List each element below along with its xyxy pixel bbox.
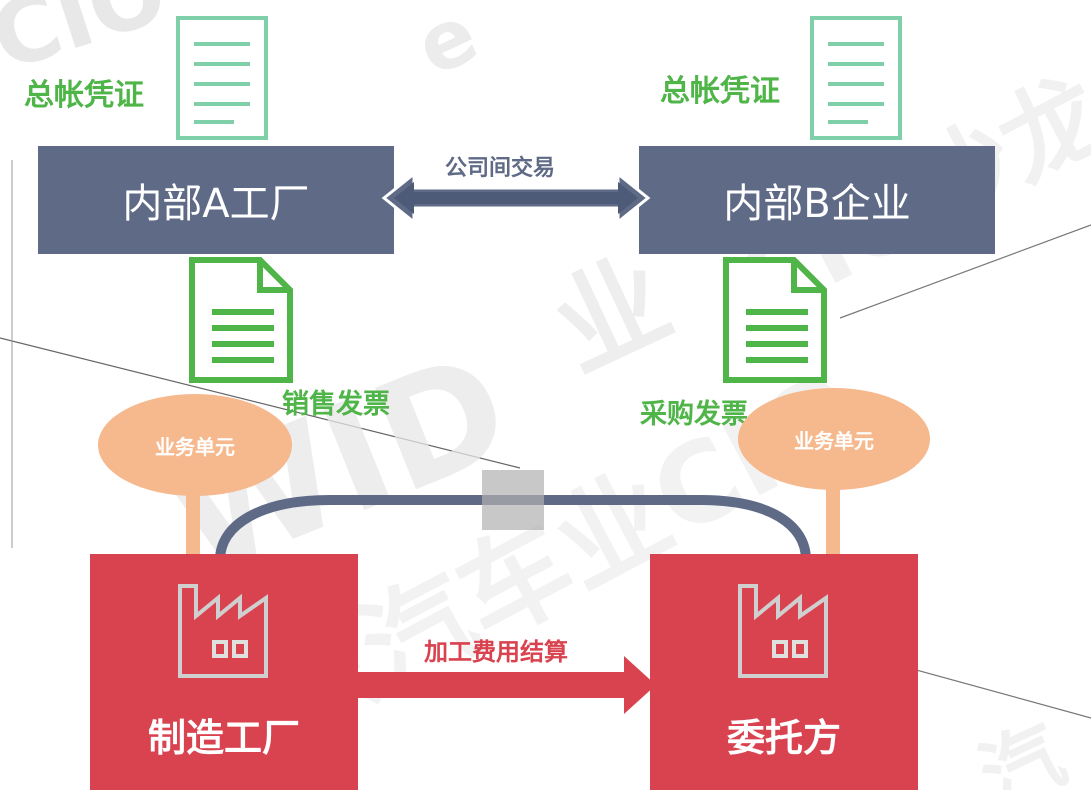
- invoice-icon-right: [723, 257, 827, 383]
- watermark-text-2: e: [402, 0, 490, 94]
- manufacturing-factory-label: 制造工厂: [147, 716, 300, 760]
- internal-unit-a-box: 内部A工厂: [38, 146, 394, 254]
- settlement-arrow: [356, 656, 656, 714]
- connector-right: [826, 470, 840, 560]
- watermark-text-4: 业: [535, 234, 689, 396]
- business-unit-left-label: 业务单元: [155, 434, 235, 459]
- consignor-box: 委托方: [650, 554, 918, 790]
- sales-invoice-label: 销售发票: [282, 389, 390, 420]
- business-unit-right-label: 业务单元: [794, 428, 874, 453]
- internal-unit-b-box: 内部B企业: [639, 146, 995, 254]
- settlement-label: 加工费用结算: [424, 638, 568, 666]
- ledger-document-icon-left: [176, 16, 268, 140]
- consignor-label: 委托方: [726, 716, 841, 760]
- internal-unit-b-label: 内部B企业: [723, 181, 911, 227]
- intercompany-label: 公司间交易: [445, 156, 556, 181]
- factory-icon-right: [738, 584, 828, 678]
- connection-curve: [215, 470, 811, 561]
- internal-unit-a-label: 内部A工厂: [122, 181, 310, 227]
- manufacturing-factory-box: 制造工厂: [90, 554, 358, 790]
- ledger-label-left: 总帐凭证: [24, 78, 144, 113]
- ledger-document-icon-right: [810, 16, 902, 140]
- watermark-text-8: 汽: [966, 707, 1078, 790]
- invoice-icon-left: [189, 257, 293, 383]
- business-unit-left: 业务单元: [98, 394, 292, 496]
- intercompany-double-arrow: [381, 170, 651, 226]
- purchase-invoice-label: 采购发票: [640, 399, 748, 430]
- factory-icon-left: [178, 584, 268, 678]
- ledger-label-right: 总帐凭证: [660, 74, 780, 109]
- business-unit-right: 业务单元: [738, 388, 930, 490]
